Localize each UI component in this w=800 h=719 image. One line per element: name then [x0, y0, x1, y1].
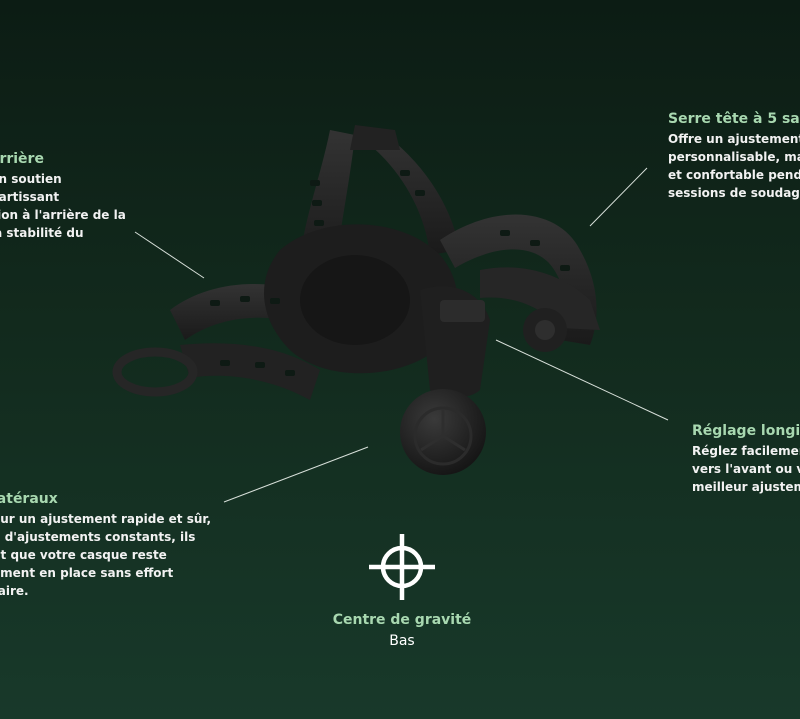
- callout-lateral-adjusters: latéraux our un ajustement rapide et sûr…: [0, 491, 211, 600]
- callout-lateral-line: ement en place sans effort: [0, 566, 174, 580]
- leader-line-length: [495, 339, 669, 421]
- callout-lateral-line: our un ajustement rapide et sûr,: [0, 512, 212, 526]
- callout-lateral-line: nt que votre casque reste: [0, 548, 167, 562]
- callout-headband-line: sessions de soudage: [668, 186, 800, 200]
- callout-rear-line: partissant: [0, 190, 60, 204]
- callout-lateral-title: latéraux: [0, 491, 58, 507]
- callout-length-line: Réglez facilemen: [692, 444, 800, 458]
- callout-lateral-line: n d'ajustements constants, ils: [0, 530, 196, 544]
- callout-headband-line: et confortable penda: [668, 168, 800, 182]
- center-of-gravity-value: Bas: [389, 633, 415, 649]
- callout-length-line: vers l'avant ou ve: [692, 462, 800, 476]
- callout-length-body: Réglez facilemen vers l'avant ou ve meil…: [692, 442, 800, 496]
- callout-headband-title: Serre tête à 5 sa: [668, 111, 800, 127]
- callout-lateral-body: our un ajustement rapide et sûr, n d'aju…: [0, 510, 211, 600]
- callout-headband-line: Offre un ajustement: [668, 132, 800, 146]
- callout-rear-line: la stabilité du: [0, 226, 84, 240]
- callout-length-line: meilleur ajustem: [692, 480, 800, 494]
- callout-rear-body: un soutien partissant sion à l'arrière d…: [0, 170, 126, 242]
- callout-headband-body: Offre un ajustement personnalisable, ma …: [668, 130, 800, 202]
- leader-line-rear: [134, 231, 205, 279]
- center-of-gravity-title: Centre de gravité: [332, 612, 472, 628]
- crosshair-icon: [369, 534, 435, 600]
- callout-headband-line: personnalisable, ma: [668, 150, 800, 164]
- callout-rear-support: arrière un soutien partissant sion à l'a…: [0, 151, 126, 242]
- callout-rear-line: sion à l'arrière de la: [0, 208, 126, 222]
- callout-rear-title: arrière: [0, 151, 44, 167]
- callout-length-adjustment: Réglage longit Réglez facilemen vers l'a…: [692, 423, 800, 496]
- leader-line-headband: [589, 167, 648, 227]
- callout-length-title: Réglage longit: [692, 423, 800, 439]
- leader-line-lateral: [223, 446, 369, 503]
- center-of-gravity: Centre de gravité Bas: [318, 532, 486, 649]
- callout-rear-line: un soutien: [0, 172, 62, 186]
- callout-headband: Serre tête à 5 sa Offre un ajustement pe…: [668, 111, 800, 202]
